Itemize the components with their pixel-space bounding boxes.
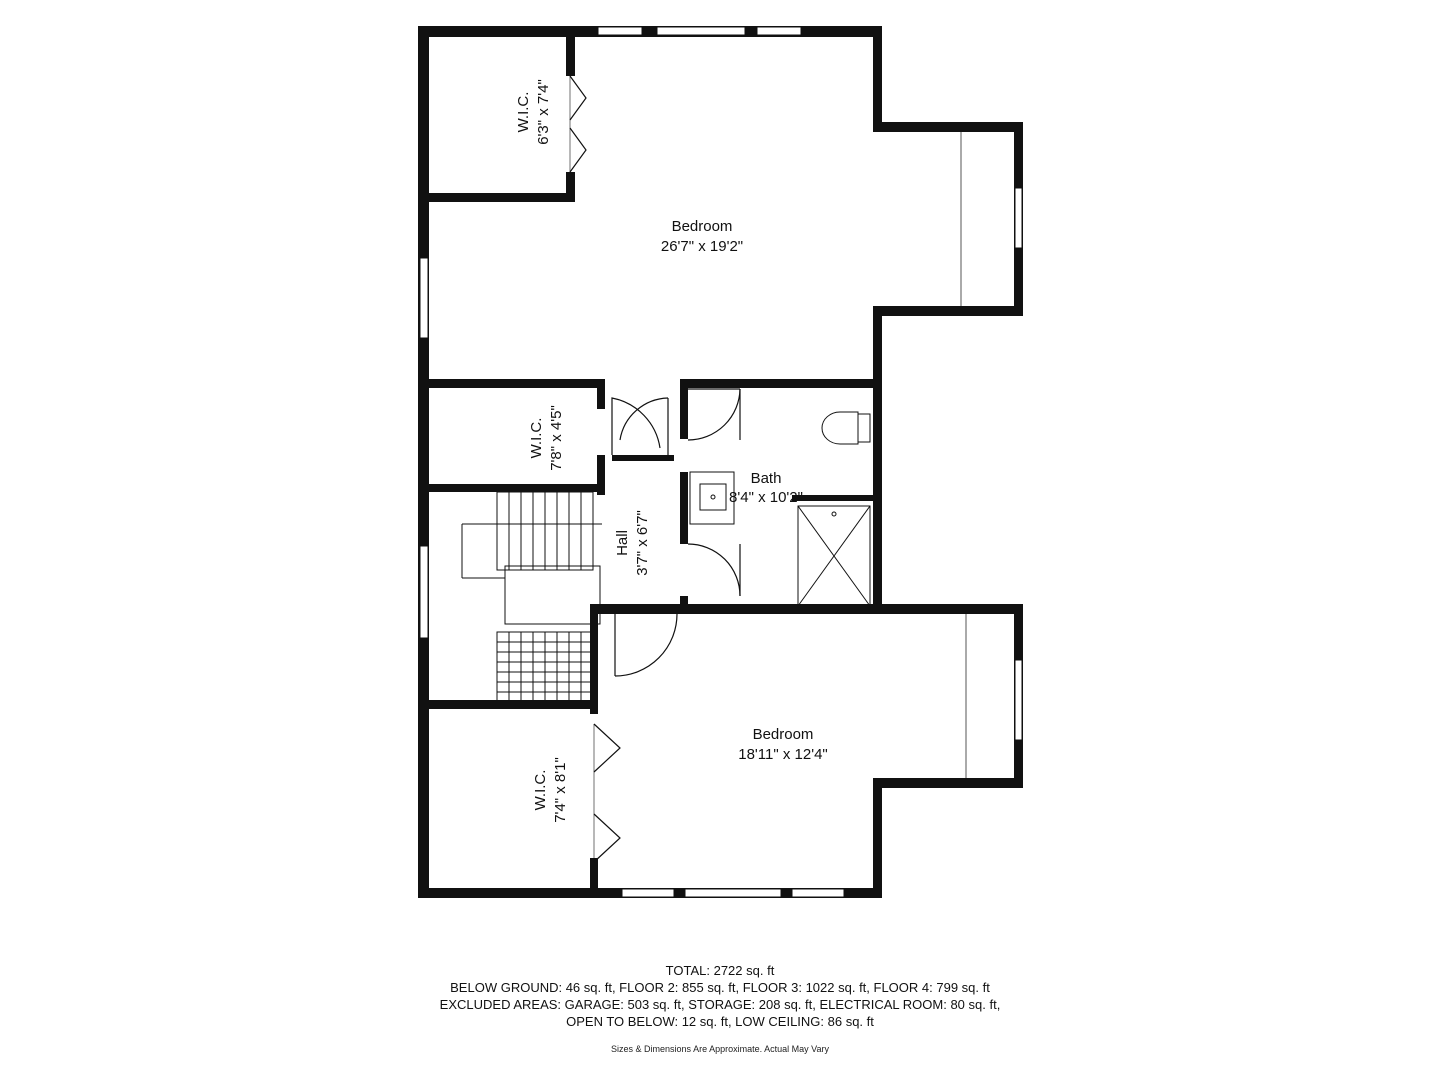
doors [569,75,741,863]
window [656,26,746,36]
window [419,257,429,339]
room-fills [418,26,1022,898]
window [597,26,643,36]
summary-total: TOTAL: 2722 sq. ft [665,963,775,978]
summary-excluded: EXCLUDED AREAS: GARAGE: 503 sq. ft, STOR… [439,997,1001,1012]
room-name-wic-mid: W.I.C. [528,418,545,459]
room-name-wic-top: W.I.C. [515,92,532,133]
room-name-hall: Hall [614,530,631,556]
room-dims-bedroom-bottom: 18'11" x 12'4" [738,746,828,763]
room-dims-wic-top: 6'3" x 7'4" [535,79,552,145]
alcove-lines [960,132,967,778]
room-labels: W.I.C. 6'3" x 7'4" Bedroom 26'7" x 19'2"… [515,79,828,823]
window [791,888,845,898]
window [684,888,782,898]
window [756,26,802,36]
room-name-bath: Bath [751,470,782,487]
room-dims-wic-mid: 7'8" x 4'5" [548,405,565,471]
summary-open: OPEN TO BELOW: 12 sq. ft, LOW CEILING: 8… [566,1014,874,1029]
area-summary: TOTAL: 2722 sq. ft BELOW GROUND: 46 sq. … [0,962,1440,1030]
disclaimer: Sizes & Dimensions Are Approximate. Actu… [611,1044,829,1054]
sink-icon [689,471,735,525]
window [621,888,675,898]
room-name-bedroom-top: Bedroom [672,218,733,235]
windows [419,26,1023,898]
toilet-icon [821,411,871,445]
summary-floors: BELOW GROUND: 46 sq. ft, FLOOR 2: 855 sq… [450,980,990,995]
bath-fixtures [689,411,871,607]
interior-walls [418,26,882,898]
window [1014,659,1023,741]
room-name-bedroom-bottom: Bedroom [753,726,814,743]
room-dims-wic-bottom: 7'4" x 8'1" [552,757,569,823]
room-dims-bath: 8'4" x 10'2" [729,489,803,506]
window [1014,187,1023,249]
shower-icon [797,505,871,607]
room-name-wic-bottom: W.I.C. [532,770,549,811]
room-dims-bedroom-top: 26'7" x 19'2" [661,238,743,255]
window [419,545,429,639]
stairs [461,491,602,703]
room-dims-hall: 3'7" x 6'7" [634,510,651,576]
